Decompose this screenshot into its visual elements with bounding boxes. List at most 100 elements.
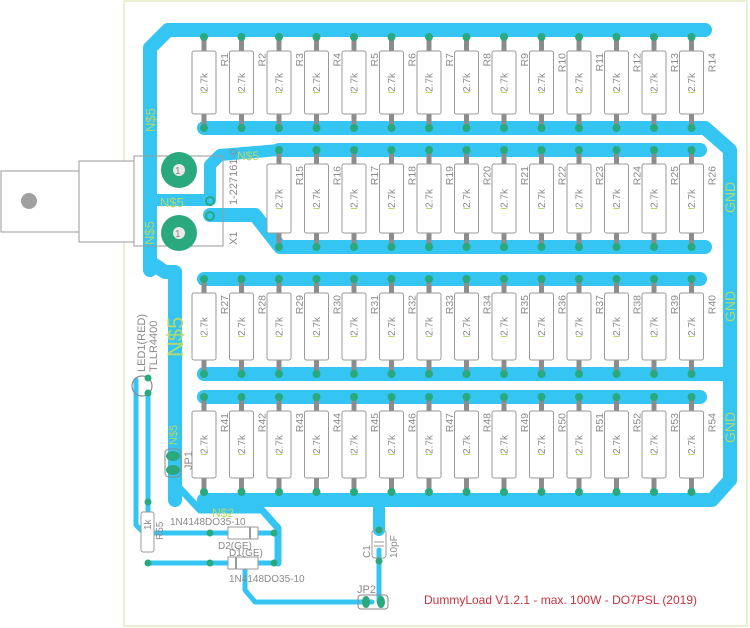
resistor-value: 2.7k <box>200 316 211 336</box>
jp2-pad-1 <box>362 596 370 608</box>
led-outline <box>131 375 153 397</box>
resistor-body <box>416 50 442 115</box>
resistor-pad-top <box>350 393 358 401</box>
capacitor-c1 <box>371 526 387 565</box>
d2-pad-a <box>206 529 214 537</box>
c1-value-label: 10pF <box>389 535 400 558</box>
r55-pad-bottom <box>144 559 152 567</box>
resistor-pad-bottom <box>275 243 283 251</box>
resistor-name: R16 <box>332 166 344 185</box>
resistor-name: R51 <box>594 413 606 432</box>
resistor-pad-top <box>612 275 621 283</box>
resistor-pad-top <box>462 33 471 41</box>
resistor-name: R25 <box>669 166 681 185</box>
resistor-pad-top <box>312 146 321 154</box>
jumper-jp1 <box>164 448 182 478</box>
resistor-name: R3 <box>294 53 306 67</box>
resistor-pad-bottom <box>612 243 621 251</box>
resistor-pad-bottom <box>537 488 546 496</box>
resistor-pad-bottom <box>462 243 471 251</box>
resistor-value: 2.7k <box>537 316 548 336</box>
resistor-value: 2.7k <box>312 188 323 208</box>
resistor-value: 2.7k <box>612 72 623 92</box>
resistor-name: R46 <box>407 413 419 432</box>
resistor-pad-bottom <box>575 488 583 496</box>
d1-part-label: 1N4148DO35-10 <box>229 574 305 585</box>
resistor-pad-top <box>425 33 433 41</box>
resistor-body <box>529 410 554 479</box>
resistor-pad-top <box>237 393 246 401</box>
resistor-body <box>491 163 517 234</box>
resistor-pad-top <box>425 275 433 283</box>
d2-body <box>227 526 259 540</box>
resistor-name: R1 <box>219 53 231 67</box>
resistor-value: 2.7k <box>462 434 473 454</box>
resistor-name: R5 <box>369 53 381 67</box>
jp1-pad-2 <box>166 465 180 475</box>
resistor-name: R22 <box>557 166 569 185</box>
resistor-pad-top <box>687 146 696 154</box>
resistor-pad-bottom <box>200 124 208 132</box>
resistor-value: 2.7k <box>650 72 661 92</box>
resistor-value: 2.7k <box>275 72 286 92</box>
resistor-value: 2.7k <box>575 316 586 336</box>
diode-d1 <box>206 556 278 570</box>
resistor-value: 2.7k <box>425 316 436 336</box>
resistor-name: R42 <box>257 413 269 432</box>
jp1-pad-1 <box>166 451 180 461</box>
resistor-pad-top <box>612 33 621 41</box>
resistor-body <box>379 410 404 479</box>
jp1-outline <box>164 448 182 478</box>
resistor-pad-bottom <box>200 370 208 378</box>
resistor-pad-bottom <box>350 124 358 132</box>
resistor-pad-top <box>462 393 471 401</box>
resistor-value: 2.7k <box>500 72 511 92</box>
c1-pad-bottom <box>375 557 383 565</box>
resistor-name: R11 <box>594 53 606 72</box>
resistor-body <box>679 292 704 361</box>
resistor-value: 2.7k <box>537 72 548 92</box>
resistor-pad-bottom <box>387 370 396 378</box>
resistor-name: R6 <box>407 53 419 67</box>
resistor-body <box>229 410 254 479</box>
resistor-name: R17 <box>369 166 381 185</box>
resistor-body <box>529 50 554 115</box>
resistor-pad-top <box>500 393 508 401</box>
r55-body <box>140 511 155 553</box>
resistor-body <box>304 50 329 115</box>
resistor-body <box>491 292 517 361</box>
resistor-pad-bottom <box>462 124 471 132</box>
resistor-body <box>454 410 479 479</box>
resistor: 2.7k R16 <box>304 146 344 251</box>
x1-part-label: 1-227161-0 <box>228 149 240 205</box>
resistor-value: 2.7k <box>462 316 473 336</box>
resistor-pad-bottom <box>575 124 583 132</box>
net-label-gnd-1: GND <box>722 182 738 213</box>
d1-pad-k <box>270 559 278 567</box>
resistor-name: R23 <box>594 166 606 185</box>
resistor-pad-bottom <box>500 243 508 251</box>
resistor-pad-bottom <box>537 124 546 132</box>
resistor-name: R24 <box>632 166 644 185</box>
resistor-pad-bottom <box>650 370 658 378</box>
net-label-ns5-left: N$5 <box>142 221 157 245</box>
resistor-pad-top <box>500 33 508 41</box>
resistor-value: 2.7k <box>425 188 436 208</box>
resistor-name: R54 <box>707 413 719 432</box>
resistor-pad-bottom <box>612 124 621 132</box>
resistor-body <box>529 163 554 234</box>
resistor-value: 2.7k <box>237 72 248 92</box>
led1 <box>131 374 153 397</box>
r55-value: 1k <box>143 518 154 530</box>
